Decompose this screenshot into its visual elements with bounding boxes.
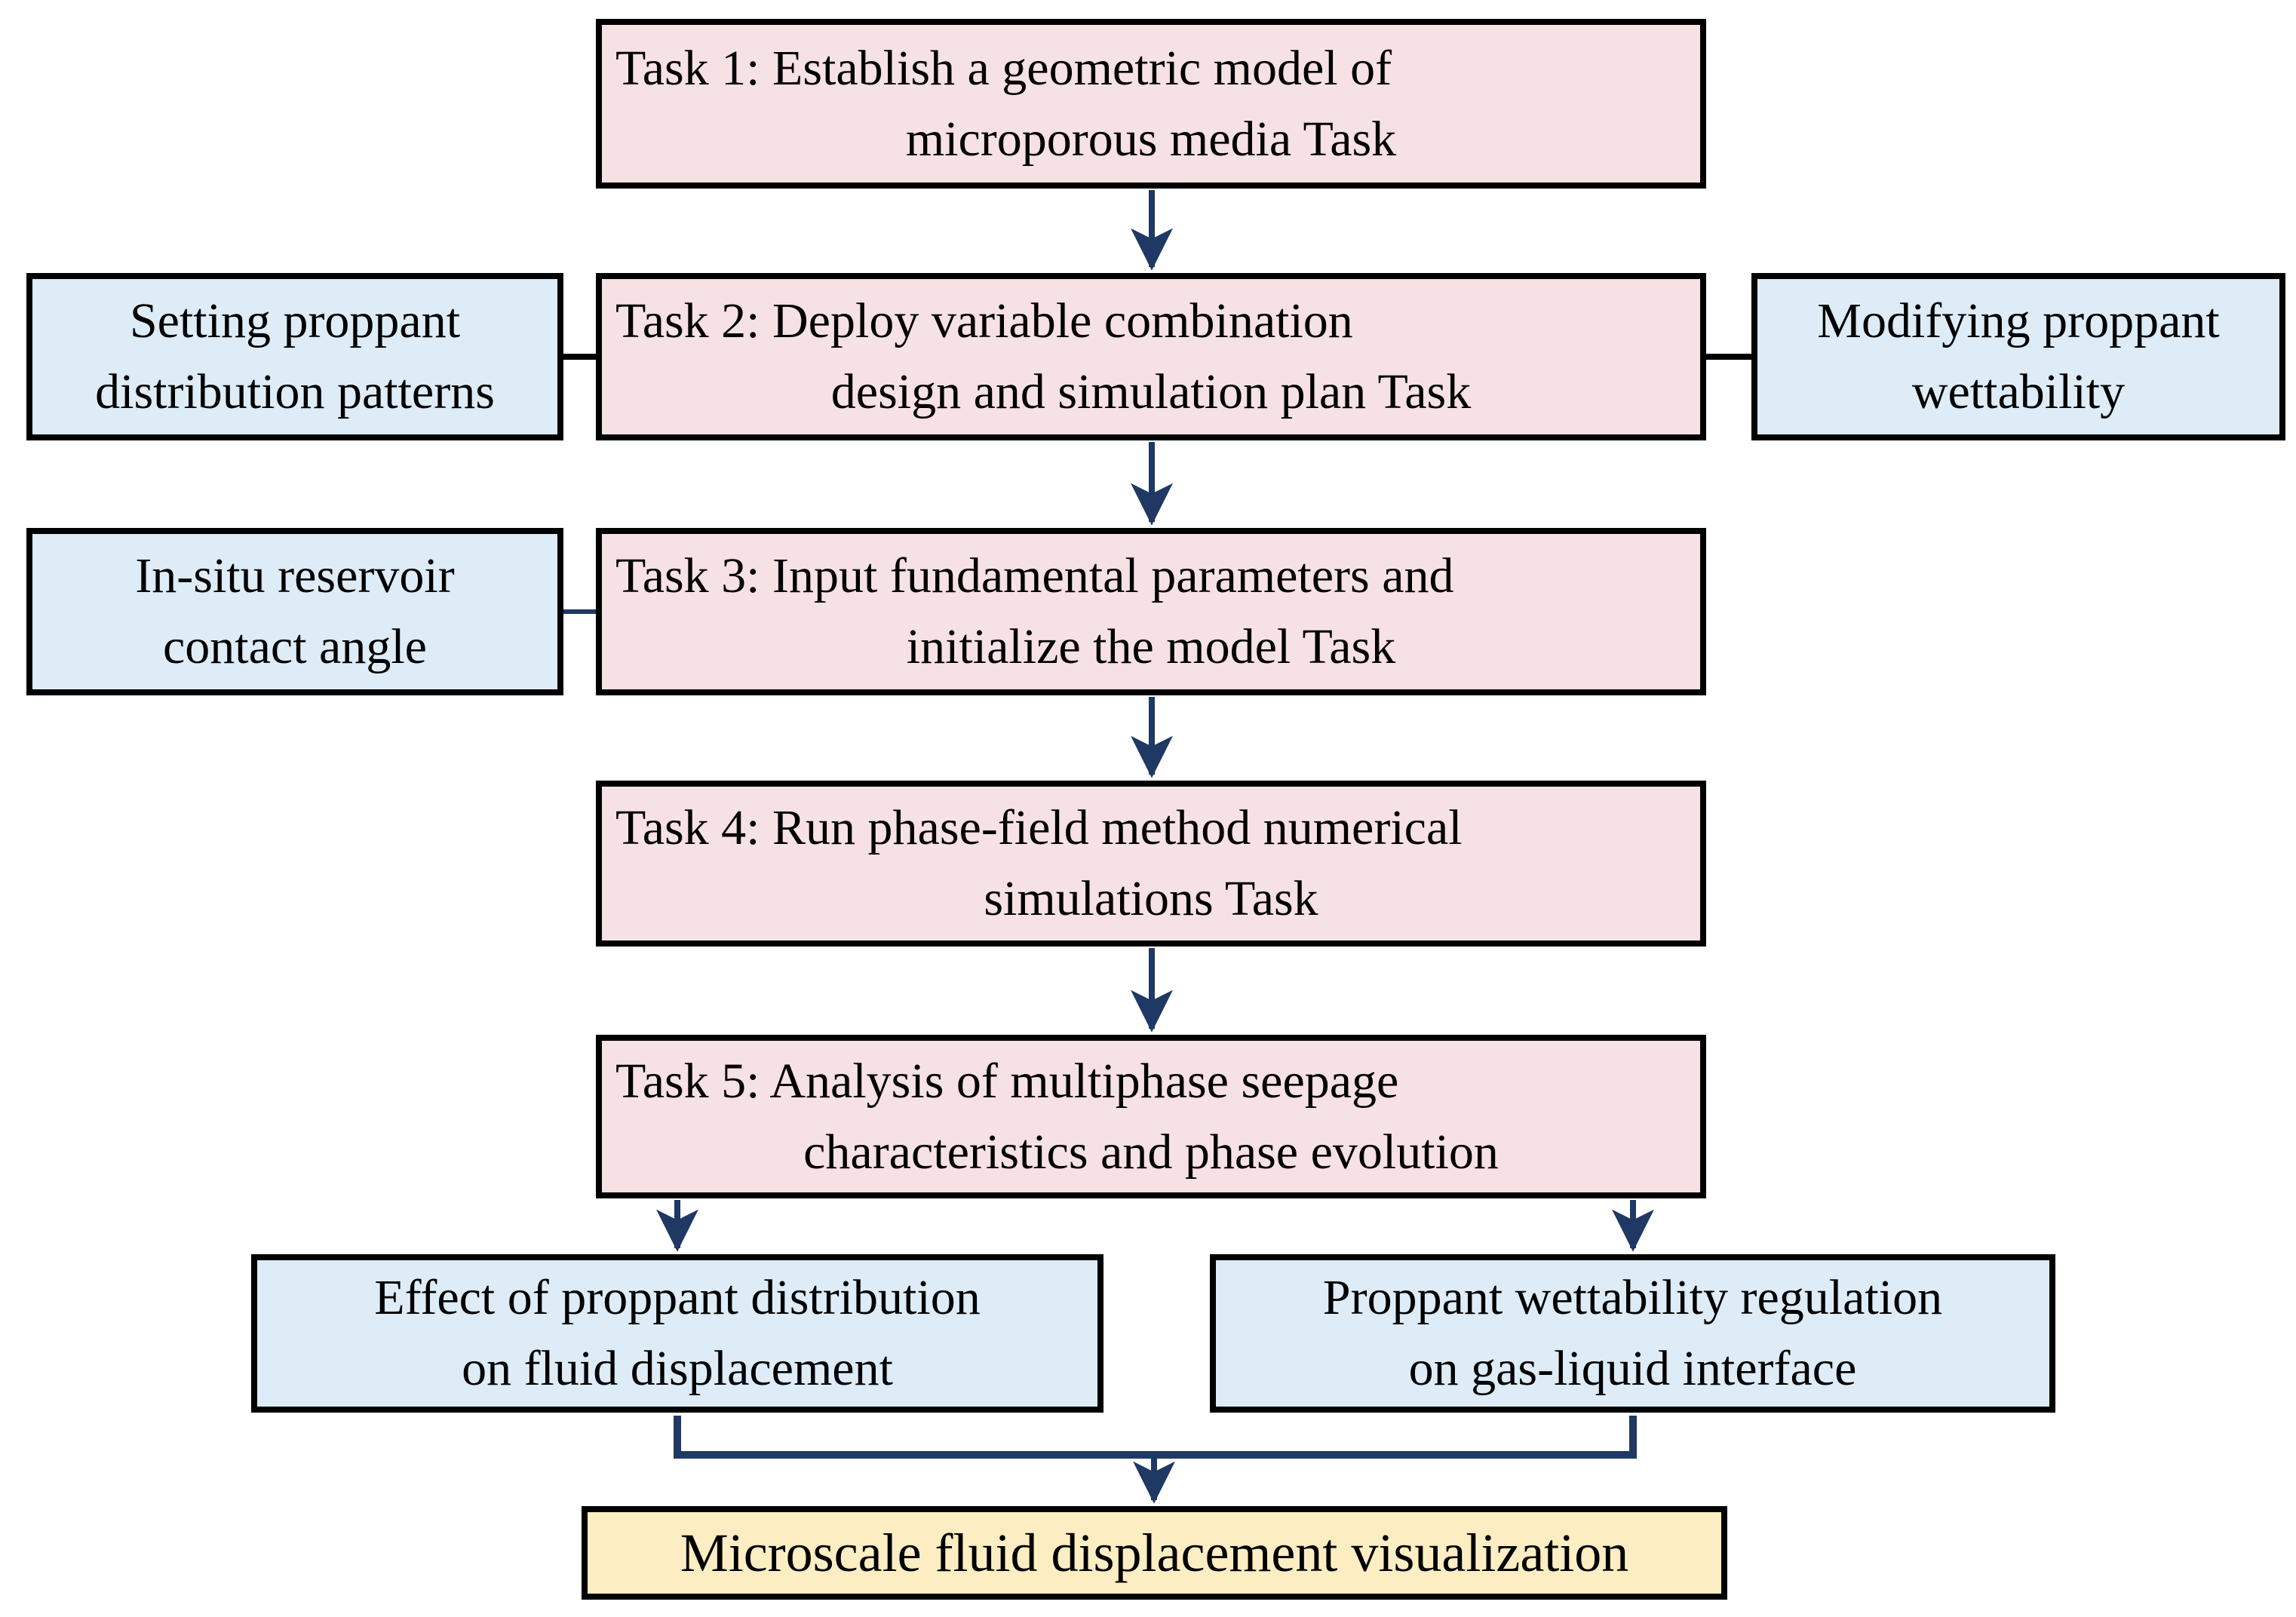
task2-box: Task 2: Deploy variable combination desi… [596,273,1706,440]
task1-box: Task 1: Establish a geometric model of m… [596,19,1706,189]
task3-line1: Task 3: Input fundamental parameters and [615,548,1454,603]
task1-line2: microporous media Task [905,111,1397,167]
task4-box: Task 4: Run phase-field method numerical… [596,781,1706,947]
setting-proppant-line2: distribution patterns [95,364,495,419]
modifying-wettability-line2: wettability [1911,364,2126,419]
insitu-contact-angle-line1: In-situ reservoir [135,548,455,603]
setting-proppant-box: Setting proppant distribution patterns [26,273,563,440]
effect-proppant-distribution-box: Effect of proppant distribution on fluid… [251,1254,1103,1413]
wettability-regulation-line2: on gas-liquid interface [1408,1341,1857,1396]
insitu-contact-angle-line2: contact angle [163,619,427,674]
wettability-regulation-line1: Proppant wettability regulation [1322,1270,1943,1325]
task5-line2: characteristics and phase evolution [803,1124,1499,1180]
result-box: Microscale fluid displacement visualizat… [582,1506,1727,1600]
effect-proppant-line1: Effect of proppant distribution [374,1270,981,1325]
task5-box: Task 5: Analysis of multiphase seepage c… [596,1035,1706,1198]
wettability-regulation-box: Proppant wettability regulation on gas-l… [1210,1254,2055,1413]
merge-connector [674,1416,1637,1459]
task2-line2: design and simulation plan Task [830,364,1472,419]
task4-line2: simulations Task [984,871,1318,926]
effect-proppant-line2: on fluid displacement [462,1341,893,1396]
task5-line1: Task 5: Analysis of multiphase seepage [615,1053,1399,1109]
task4-line1: Task 4: Run phase-field method numerical [615,800,1463,855]
modifying-wettability-box: Modifying proppant wettability [1751,273,2285,440]
task3-line2: initialize the model Task [906,619,1396,674]
result-label: Microscale fluid displacement visualizat… [680,1523,1629,1583]
insitu-contact-angle-box: In-situ reservoir contact angle [26,528,563,695]
task2-line1: Task 2: Deploy variable combination [615,293,1353,348]
task3-box: Task 3: Input fundamental parameters and… [596,528,1706,695]
setting-proppant-line1: Setting proppant [129,293,461,348]
task1-line1: Task 1: Establish a geometric model of [615,40,1392,96]
modifying-wettability-line1: Modifying proppant [1817,293,2220,348]
